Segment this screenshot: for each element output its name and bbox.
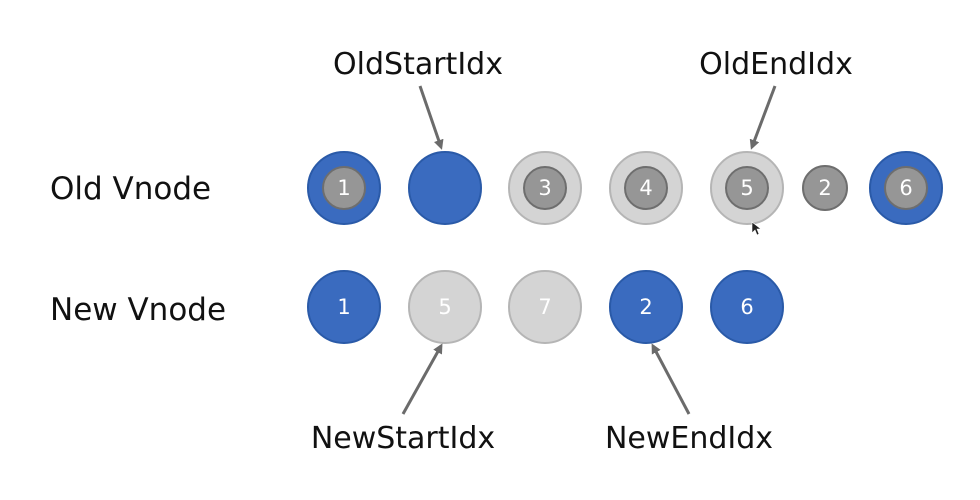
new-start-idx-label: NewStartIdx — [310, 421, 496, 456]
old-node-number: 5 — [740, 176, 753, 200]
new-vnode-node: 5 — [408, 270, 482, 344]
old-node-outer-circle — [408, 151, 482, 225]
old-vnode-node: 5 — [710, 151, 784, 225]
new-node-number: 1 — [337, 295, 350, 319]
old-node-number: 1 — [337, 176, 350, 200]
old-vnode-node: 4 — [609, 151, 683, 225]
new-node-circle — [710, 270, 784, 344]
new-node-circle — [508, 270, 582, 344]
old-node-inner-circle — [884, 166, 928, 210]
old-node-inner-circle — [624, 166, 668, 210]
new-vnode-node: 6 — [710, 270, 784, 344]
old-end-arrow — [749, 85, 777, 150]
new-end-idx-label: NewEndIdx — [604, 421, 774, 456]
old-vnode-row: 1 3 4 5 2 6 — [307, 151, 943, 225]
old-node-inner-circle — [725, 166, 769, 210]
mouse-cursor-icon — [751, 221, 762, 236]
new-start-arrow — [401, 343, 443, 415]
old-start-arrow — [418, 85, 444, 150]
new-node-circle — [609, 270, 683, 344]
old-node-number: 2 — [818, 176, 831, 200]
old-start-idx-label: OldStartIdx — [333, 47, 503, 82]
new-end-arrow — [651, 343, 691, 415]
old-node-inner-circle — [322, 166, 366, 210]
new-vnode-node: 7 — [508, 270, 582, 344]
new-node-circle — [307, 270, 381, 344]
new-node-circle — [408, 270, 482, 344]
old-vnode-node: 6 — [869, 151, 943, 225]
new-vnode-node: 2 — [609, 270, 683, 344]
old-vnode-node: 2 — [802, 165, 848, 211]
new-vnode-row: 1 5 7 2 6 — [307, 270, 784, 344]
new-node-number: 6 — [740, 295, 753, 319]
old-node-inner-circle — [802, 165, 848, 211]
new-node-number: 2 — [639, 295, 652, 319]
old-vnode-node — [408, 151, 482, 225]
old-vnode-node: 3 — [508, 151, 582, 225]
old-end-idx-label: OldEndIdx — [699, 47, 853, 82]
old-node-number: 6 — [899, 176, 912, 200]
new-vnode-label: New Vnode — [50, 292, 227, 328]
new-node-number: 7 — [538, 295, 551, 319]
old-node-inner-circle — [523, 166, 567, 210]
old-node-number: 4 — [639, 176, 652, 200]
new-node-number: 5 — [438, 295, 451, 319]
old-vnode-node: 1 — [307, 151, 381, 225]
old-vnode-label: Old Vnode — [50, 171, 212, 207]
new-vnode-node: 1 — [307, 270, 381, 344]
old-node-number: 3 — [538, 176, 551, 200]
